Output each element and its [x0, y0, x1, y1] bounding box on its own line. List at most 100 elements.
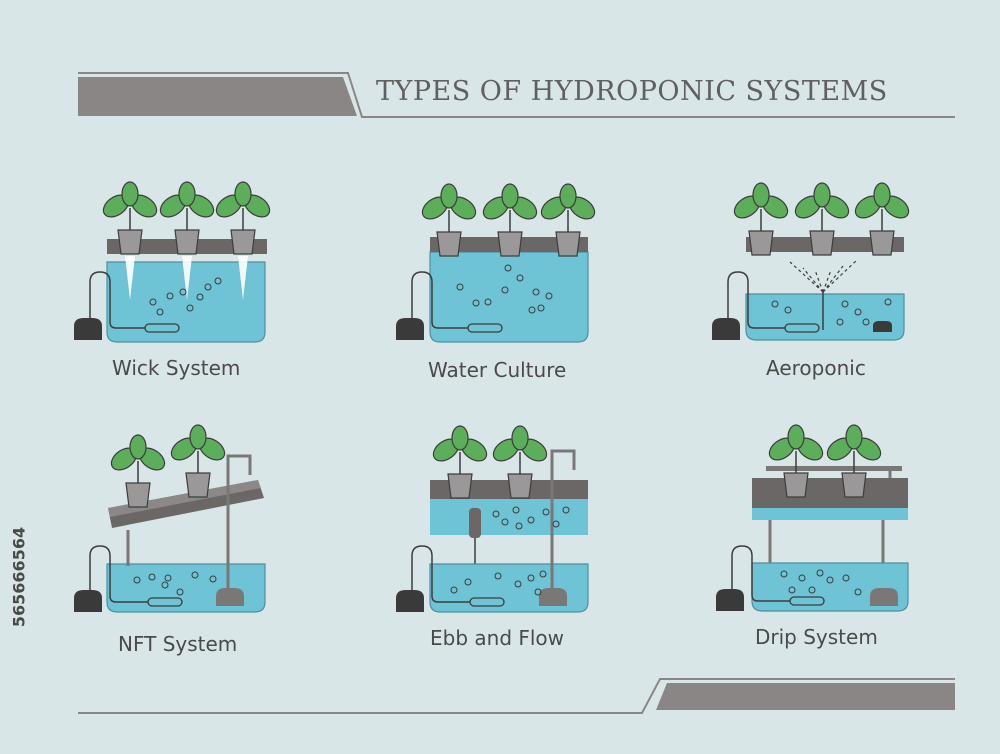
- wick-air-line: [89, 271, 145, 329]
- drip-plant-2: [826, 424, 882, 498]
- mist-line: [814, 269, 824, 293]
- aeroponic-plant-2: [794, 182, 850, 256]
- bubble: [166, 292, 174, 300]
- wick-air-stone: [144, 323, 180, 333]
- ebb-plant-2: [492, 425, 548, 499]
- bubble: [854, 588, 862, 596]
- bubble: [501, 286, 509, 294]
- bubble: [450, 586, 458, 594]
- wick-tank: [106, 261, 266, 343]
- bubble: [562, 506, 570, 514]
- mist-line: [822, 265, 844, 293]
- leaf-top: [440, 183, 458, 209]
- nft-air-line: [89, 545, 148, 603]
- bubble: [501, 518, 509, 526]
- ebb-flood-tray: [430, 499, 588, 535]
- drip-grow-bed: [752, 478, 908, 508]
- plant-pot: [497, 231, 523, 257]
- bubble: [209, 575, 217, 583]
- nft-feed-pipe: [226, 454, 252, 590]
- bubble: [204, 283, 212, 291]
- bubble: [537, 304, 545, 312]
- leaf-top: [511, 425, 529, 451]
- bubble: [464, 578, 472, 586]
- bubble: [539, 570, 547, 578]
- bubble: [527, 516, 535, 524]
- bubble: [842, 574, 850, 582]
- leaf-top: [129, 434, 147, 460]
- bubble: [841, 300, 849, 308]
- drip-water-pump: [870, 588, 898, 606]
- aeroponic-air-pump: [712, 318, 740, 340]
- water-culture-plant-3: [540, 183, 596, 257]
- bubble: [516, 274, 524, 282]
- bubble: [545, 292, 553, 300]
- wick-plant-1: [102, 181, 158, 255]
- aeroponic-bubbles: [771, 298, 892, 326]
- header-rule: [78, 72, 955, 118]
- water-culture-air-line: [411, 271, 468, 329]
- side-code: 565666564: [4, 507, 34, 647]
- bubble: [456, 283, 464, 291]
- plant-pot: [869, 230, 895, 256]
- bubble: [826, 576, 834, 584]
- water-culture-plant-1: [421, 183, 477, 257]
- bubble: [156, 308, 164, 316]
- bubble: [808, 586, 816, 594]
- leaf-top: [451, 425, 469, 451]
- plant-pot: [809, 230, 835, 256]
- bubble: [884, 298, 892, 306]
- label-water-culture: Water Culture: [428, 358, 567, 382]
- drip-bubbles: [780, 569, 862, 596]
- bubble: [862, 318, 870, 326]
- aeroponic-illustration: [712, 182, 910, 341]
- drip-air-stone: [789, 596, 825, 606]
- plant-pot: [125, 482, 151, 508]
- aeroponic-plant-3: [854, 182, 910, 256]
- plant-pot: [230, 229, 256, 255]
- nft-plant-2: [170, 424, 226, 498]
- wick-strand: [125, 256, 135, 300]
- leaf-top: [559, 183, 577, 209]
- leaf-top: [501, 183, 519, 209]
- bubble: [542, 508, 550, 516]
- plant-pot: [507, 473, 533, 499]
- drip-air-line: [731, 545, 790, 602]
- ebb-air-stone: [469, 597, 505, 607]
- label-wick-system: Wick System: [112, 356, 241, 380]
- leaf-top: [189, 424, 207, 450]
- bubble: [484, 298, 492, 306]
- bubble: [854, 308, 862, 316]
- label-nft-system: NFT System: [118, 632, 238, 656]
- wick-bubbles: [149, 277, 222, 316]
- bubble: [534, 588, 542, 596]
- bubble: [798, 574, 806, 582]
- leaf-top: [752, 182, 770, 208]
- ebb-overflow-tube: [469, 508, 481, 538]
- nft-bubbles: [133, 571, 217, 596]
- bubble: [527, 574, 535, 582]
- nft-air-pump: [74, 590, 102, 612]
- bubble: [472, 299, 480, 307]
- leaf-top: [121, 181, 139, 207]
- water-culture-plant-2: [482, 183, 538, 257]
- plant-pot: [748, 230, 774, 256]
- bubble: [179, 288, 187, 296]
- aeroponic-air-line: [727, 271, 785, 329]
- plant-pot: [117, 229, 143, 255]
- bubble: [512, 506, 520, 514]
- nft-system-illustration: [74, 424, 266, 613]
- plant-pot: [447, 473, 473, 499]
- leaf-top: [873, 182, 891, 208]
- nft-channel-highlight: [108, 480, 261, 517]
- water-culture-illustration: [396, 183, 596, 343]
- ebb-air-line: [411, 545, 470, 603]
- plant-pot: [783, 472, 809, 498]
- bubble: [552, 520, 560, 528]
- ebb-and-flow-illustration: [396, 425, 589, 613]
- bubble: [186, 304, 194, 312]
- leaf-top: [813, 182, 831, 208]
- leaf-top: [178, 181, 196, 207]
